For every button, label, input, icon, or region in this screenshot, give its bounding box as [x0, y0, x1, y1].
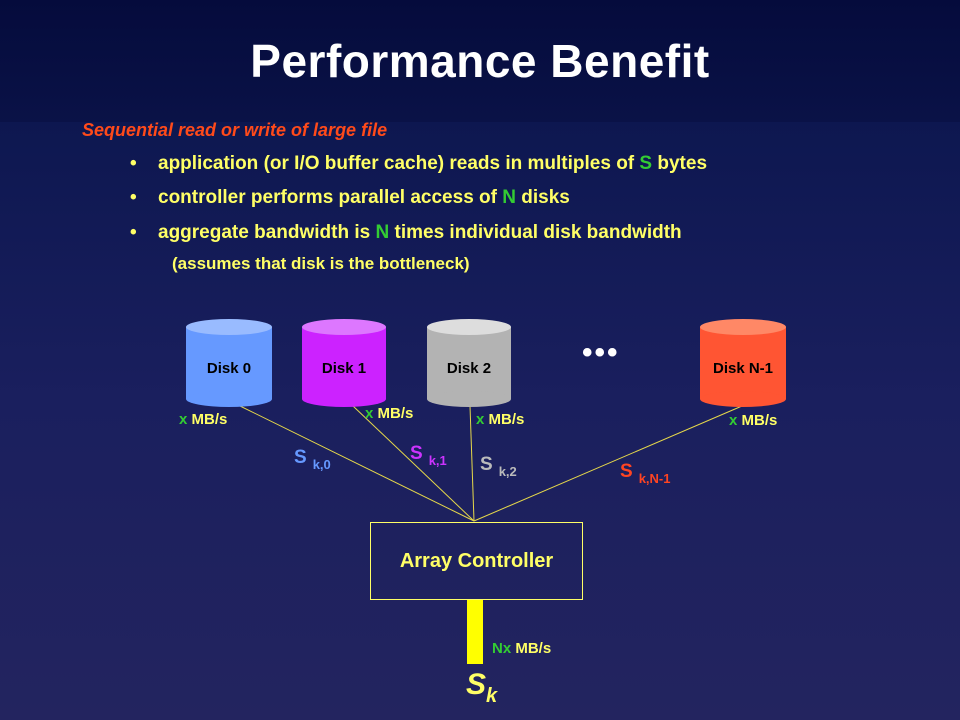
- bullet-dot: •: [130, 153, 137, 174]
- bullet-3: •aggregate bandwidth is N times individu…: [130, 222, 682, 243]
- bottleneck-note: (assumes that disk is the bottleneck): [172, 254, 470, 273]
- disk-0-rate: x MB/s: [179, 411, 228, 428]
- disk-0-cylinder: [186, 319, 272, 407]
- output-stripe-label: Sk: [466, 668, 498, 707]
- disk-2-label: Disk 2: [447, 360, 491, 377]
- disk-2-rate: x MB/s: [476, 411, 525, 428]
- disk-1-cylinder: [302, 319, 386, 407]
- disk-n-1-rate: x MB/s: [729, 412, 778, 429]
- bullet-dot: •: [130, 187, 137, 208]
- bullet-1: •application (or I/O buffer cache) reads…: [130, 153, 708, 174]
- disk-2-cylinder: [427, 319, 511, 407]
- bullet-dot: •: [130, 222, 137, 243]
- wire-disk-0: [239, 405, 475, 522]
- wire-disk-1: [352, 405, 475, 522]
- bullet-2: •controller performs parallel access of …: [130, 187, 570, 208]
- disk-n-1-label: Disk N-1: [713, 360, 773, 377]
- disk-0-label: Disk 0: [207, 360, 251, 377]
- wire-disk-n-1: [473, 405, 743, 522]
- array-controller: Array Controller: [370, 522, 583, 600]
- slide-title: Performance Benefit: [250, 35, 710, 87]
- more-disks-ellipsis: •••: [582, 336, 620, 369]
- title-band: [0, 0, 960, 122]
- wire-disk-2: [469, 405, 475, 522]
- aggregate-rate: Nx MB/s: [492, 640, 552, 657]
- section-heading: Sequential read or write of large file: [82, 120, 388, 140]
- disk-1-label: Disk 1: [322, 360, 366, 377]
- disk-n-1-cylinder: [700, 319, 786, 407]
- aggregate-bus: [467, 600, 483, 664]
- disk-1-rate: x MB/s: [365, 405, 414, 422]
